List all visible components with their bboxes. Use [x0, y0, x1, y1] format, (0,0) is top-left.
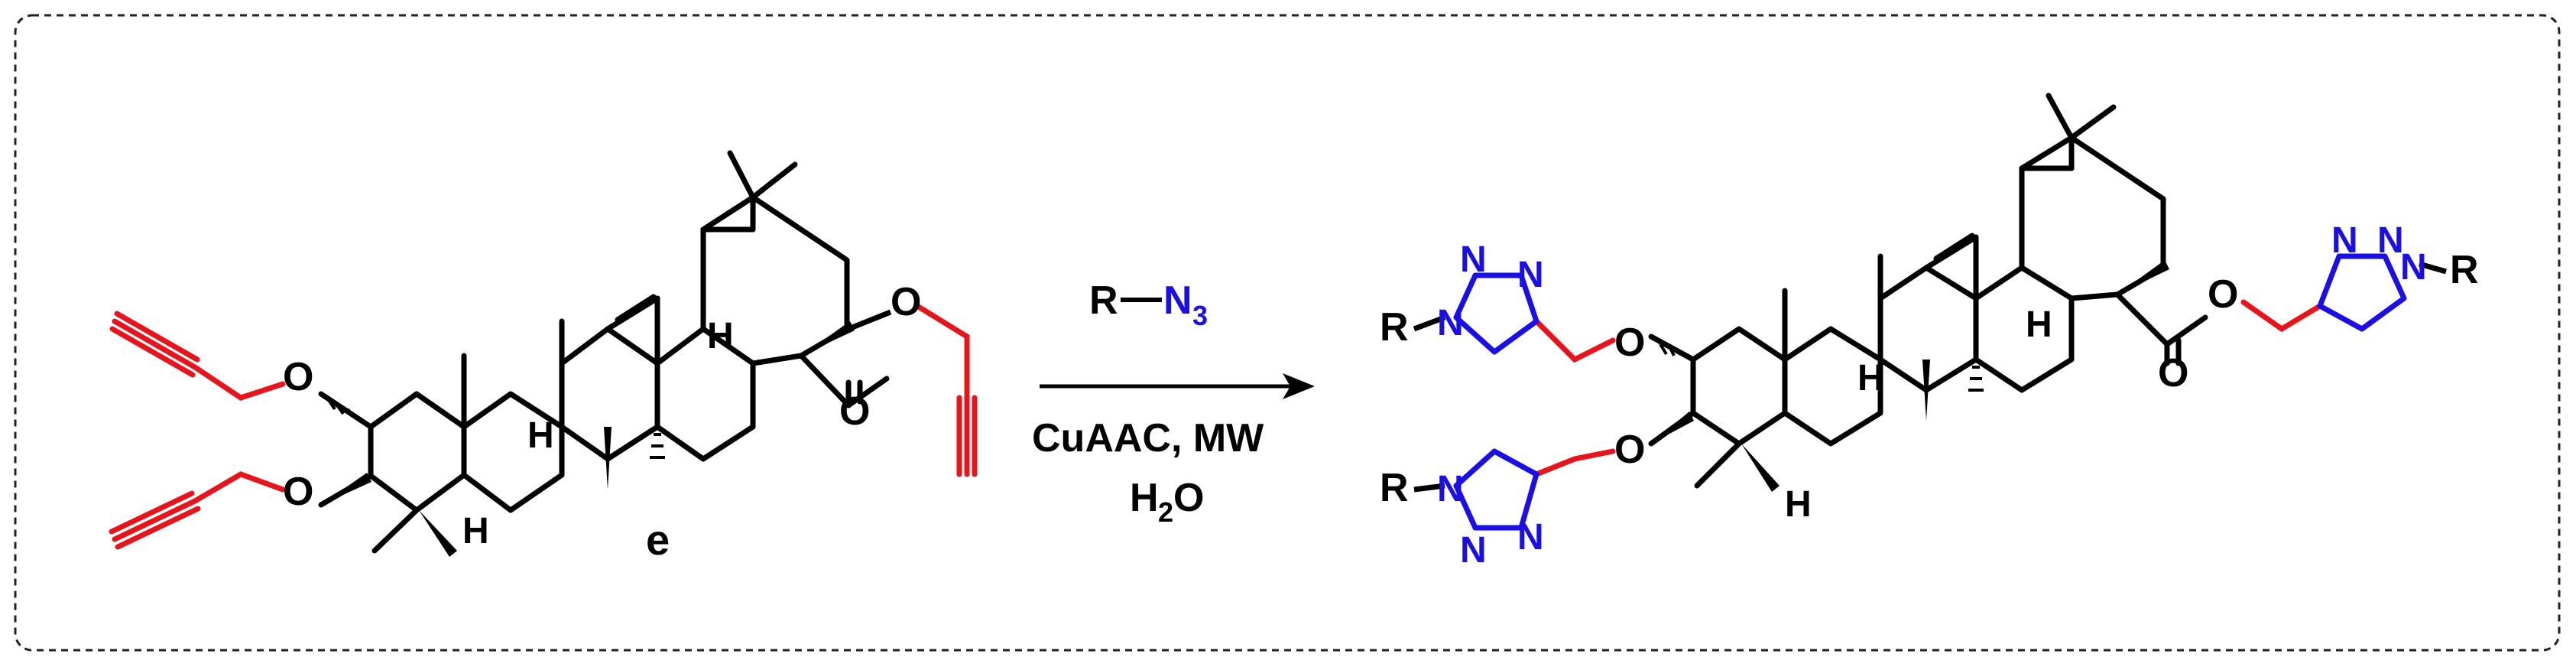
ester-bond	[798, 353, 852, 408]
nitrogen-label: N	[1437, 303, 1464, 343]
oxygen-label: O	[2208, 272, 2238, 317]
nitrogen-label: N	[2331, 220, 2358, 261]
ring-b-bonds	[461, 391, 565, 513]
nitrogen-label: N	[1517, 255, 1544, 295]
alkene-bond	[605, 295, 660, 332]
oxygen-label: O	[2158, 351, 2188, 395]
hydrogen-label: H	[462, 511, 489, 551]
oxygen-label: O	[283, 355, 313, 399]
nitrogen-label: N	[2377, 220, 2404, 261]
reaction-condition-h: H	[1130, 476, 1159, 520]
reagent-azide-subscript: 3	[1192, 300, 1208, 331]
hydrogen-label: H	[527, 415, 554, 456]
reagent-r: R	[1089, 278, 1118, 323]
nitrogen-label: N	[1460, 530, 1487, 571]
arrowhead	[1283, 373, 1315, 399]
reaction-condition-o: O	[1173, 476, 1204, 520]
ring-a-bonds	[368, 391, 467, 513]
reactant-structure	[318, 150, 890, 554]
reagent-azide-n: N	[1163, 278, 1192, 323]
ring-d-bonds	[654, 326, 756, 462]
propargyl-chain	[192, 471, 286, 504]
propargyl-chain	[192, 364, 286, 401]
methyl-bond	[727, 150, 756, 200]
scheme-border	[14, 14, 2561, 652]
oxygen-label: O	[1614, 320, 1645, 365]
oxygen-label: O	[1614, 428, 1645, 472]
methyl-bond	[371, 507, 420, 554]
hydrogen-label: H	[1785, 484, 1812, 525]
oxygen-label: O	[891, 280, 921, 324]
methyl-bond	[750, 161, 798, 200]
reaction-condition-sub: 2	[1158, 496, 1173, 528]
oxygen-label: O	[283, 470, 313, 514]
r-group-label: R	[1380, 466, 1409, 510]
hydrogen-label: H	[2026, 304, 2052, 345]
oxygen-label: O	[839, 389, 870, 434]
hydrogen-label: H	[1857, 358, 1884, 399]
nitrogen-label: N	[1517, 517, 1544, 558]
nitrogen-label: N	[1437, 469, 1464, 509]
r-group-label: R	[2450, 248, 2479, 292]
reaction-condition-1: CuAAC, MW	[1032, 416, 1264, 460]
product-structure	[1648, 93, 2208, 489]
compound-label-e: e	[646, 516, 670, 564]
propargyl-chain	[914, 303, 970, 401]
hydrogen-label: H	[707, 316, 734, 356]
nitrogen-label: N	[2400, 247, 2427, 288]
nitrogen-label: N	[1460, 239, 1487, 280]
r-group-label: R	[1380, 305, 1409, 350]
triazole-rings	[1453, 253, 2407, 531]
